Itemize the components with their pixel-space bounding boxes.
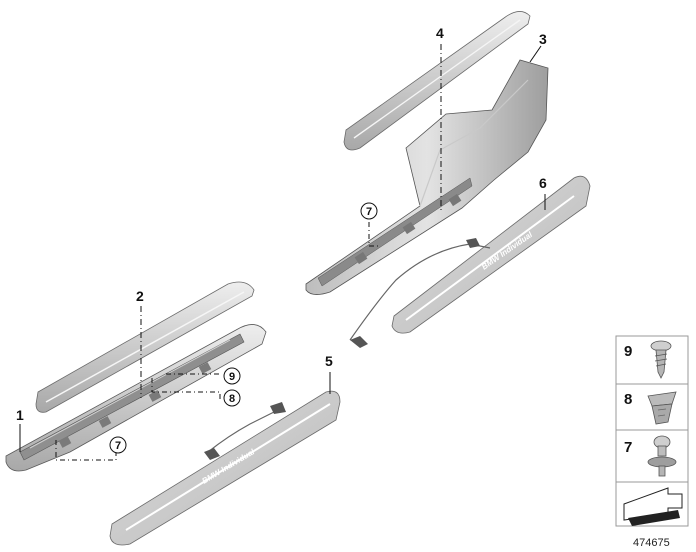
- part-3-a-pillar-trim: [305, 59, 549, 295]
- wiring-harness-rear: [204, 402, 286, 460]
- svg-text:7: 7: [115, 440, 121, 452]
- callout-3: 3: [539, 31, 547, 47]
- orientation-arrow-icon: [623, 487, 683, 526]
- panel-label-9: 9: [624, 343, 632, 360]
- panel-label-7: 7: [624, 439, 632, 456]
- clip-icon: [647, 435, 677, 477]
- leader-lines: [19, 44, 546, 461]
- svg-text:8: 8: [229, 393, 235, 405]
- part-5-rear-sill-plate: BMW Individual: [109, 390, 341, 546]
- callout-5: 5: [325, 353, 333, 369]
- part-4-pillar-trim-strip: [343, 11, 531, 151]
- part-1-sill-trim: [5, 324, 267, 472]
- panel-label-8: 8: [624, 391, 632, 408]
- callout-4: 4: [436, 25, 444, 41]
- circle-8: 8: [223, 389, 241, 407]
- screw-icon: [650, 340, 672, 379]
- callout-1: 1: [16, 407, 24, 423]
- callout-6: 6: [539, 175, 547, 191]
- wiring-harness-front: [349, 238, 491, 348]
- circled-callouts: 7 9 8 7: [109, 202, 378, 454]
- svg-text:7: 7: [366, 206, 372, 218]
- circle-7-front-right: 7: [360, 202, 378, 220]
- circle-9: 9: [223, 367, 241, 385]
- fastener-panel: 9 8 7: [615, 335, 689, 527]
- callout-2: 2: [136, 288, 144, 304]
- part-2-sill-cover-strip: [35, 281, 255, 413]
- expanding-nut-icon: [647, 391, 677, 425]
- svg-text:9: 9: [229, 371, 235, 383]
- circle-7-rear-left: 7: [109, 436, 127, 454]
- diagram-number: 474675: [633, 537, 670, 549]
- callout-numbers: 1 2 3 4 5 6: [16, 25, 547, 423]
- part-6-front-sill-plate: BMW Individual: [391, 175, 591, 334]
